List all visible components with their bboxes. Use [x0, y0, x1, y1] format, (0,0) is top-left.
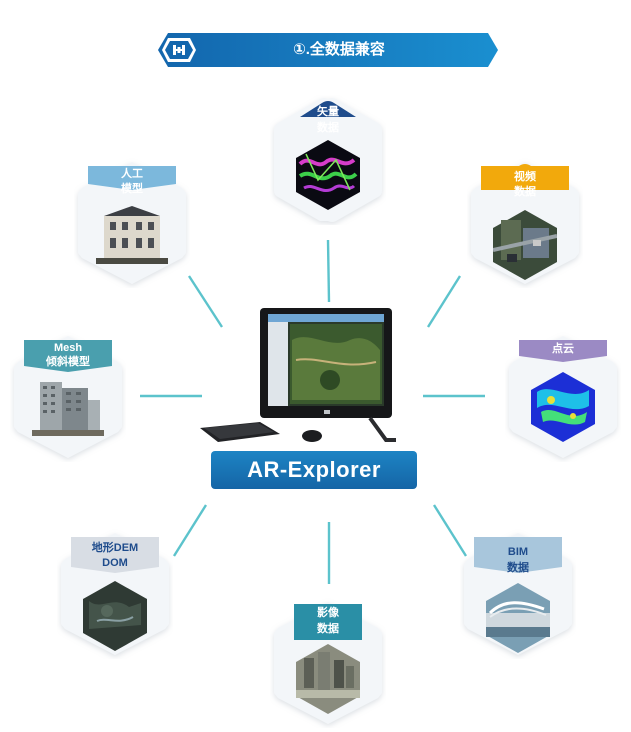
node-video-data[interactable]: 视频 数据 — [467, 158, 583, 288]
page-title: ①.全数据兼容 — [293, 41, 385, 58]
node-manual-model[interactable]: 人工 模型 — [74, 158, 190, 288]
vector-map-thumbnail — [296, 140, 360, 210]
video-label-2: 数据 — [514, 186, 536, 198]
node-mesh-model[interactable]: Mesh 倾斜模型 — [10, 332, 126, 462]
node-point-cloud[interactable]: 点云 — [505, 332, 621, 462]
mesh-label-1: Mesh — [53, 342, 83, 354]
center-product-label: AR-Explorer — [211, 451, 417, 489]
connector-video — [426, 275, 462, 328]
data-layers-icon — [171, 42, 187, 58]
header-banner: ①.全数据兼容 — [158, 33, 498, 67]
connector-manual — [187, 275, 224, 328]
dem-thumbnail — [83, 581, 147, 651]
node-dem-dom[interactable]: 地形DEM DOM — [57, 529, 173, 659]
point-cloud-thumbnail — [531, 372, 595, 442]
node-vector-data[interactable]: 矢量 数据 — [270, 95, 386, 225]
video-thumbnail — [493, 210, 557, 280]
dem-label-1: 地形DEM — [91, 542, 139, 554]
bim-thumbnail — [486, 583, 550, 653]
image-thumbnail — [296, 644, 360, 714]
pointcloud-label: 点云 — [552, 343, 574, 355]
bim-label-1: BIM — [507, 546, 529, 558]
video-label-1: 视频 — [514, 171, 536, 183]
all-in-one-computer-image — [200, 308, 396, 442]
connector-vector — [326, 239, 331, 303]
mesh-building-thumbnail — [32, 382, 104, 436]
manual-building-thumbnail — [96, 206, 168, 264]
vector-label-1: 矢量 — [317, 106, 339, 118]
image-label-1: 影像 — [317, 607, 339, 619]
bim-label-2: 数据 — [507, 562, 529, 574]
manual-label-1: 人工 — [121, 168, 143, 180]
connector-bim — [432, 504, 468, 557]
node-bim-data[interactable]: BIM 数据 — [460, 529, 576, 659]
node-image-data[interactable]: 影像 数据 — [270, 598, 386, 728]
image-label-2: 数据 — [317, 623, 339, 635]
manual-label-2: 模型 — [121, 183, 143, 195]
dem-label-2: DOM — [102, 557, 128, 569]
mesh-label-2: 倾斜模型 — [46, 356, 90, 368]
vector-label-2: 数据 — [317, 122, 339, 134]
connector-dem — [172, 504, 208, 557]
banner-shape — [158, 33, 498, 67]
